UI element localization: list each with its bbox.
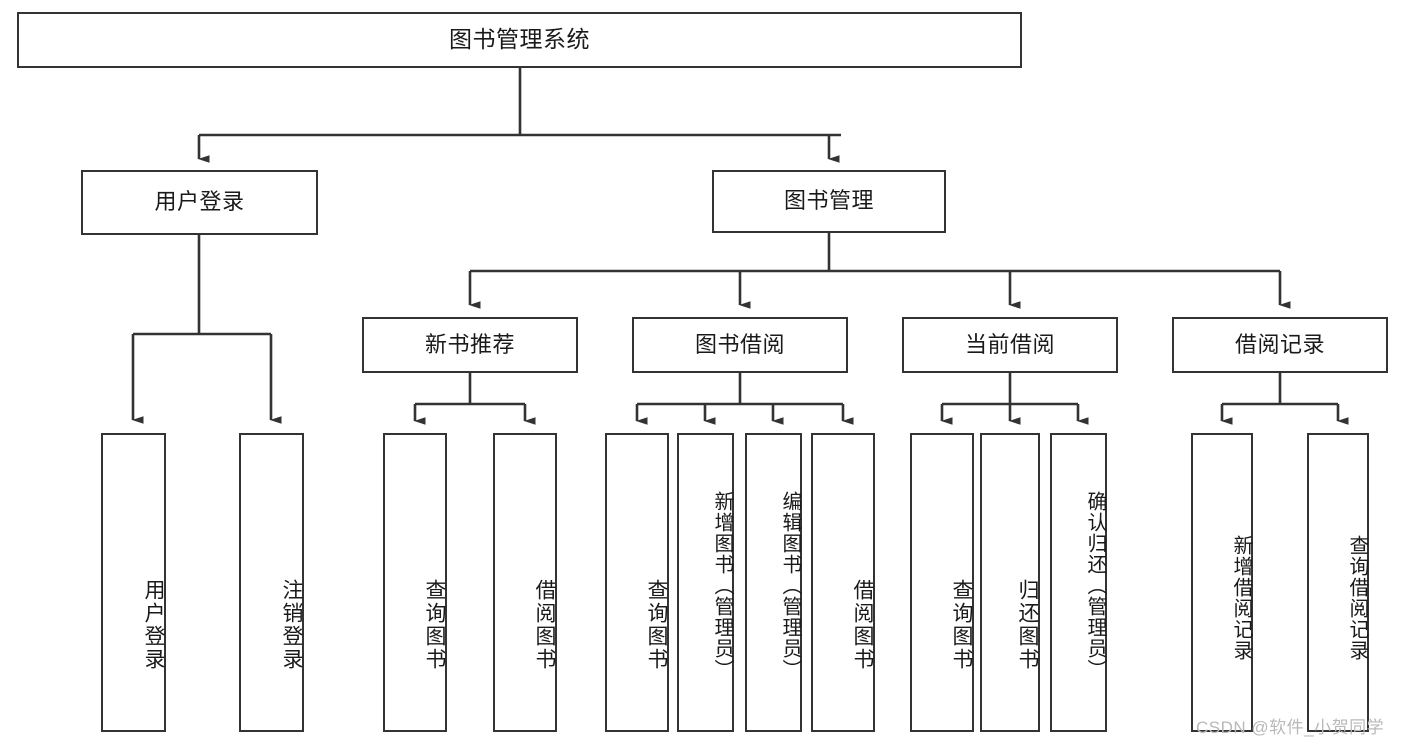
leaf-query-book-current[interactable]: 查询图书	[910, 433, 974, 732]
node-book-borrow[interactable]: 图书借阅	[632, 317, 848, 373]
leaf-query-book-recommend[interactable]: 查询图书	[383, 433, 447, 732]
leaf-borrow-book-recommend[interactable]: 借阅图书	[493, 433, 557, 732]
leaf-confirm-return-admin[interactable]: 确认归还（管理员）	[1050, 433, 1107, 732]
csdn-watermark: CSDN @软件_小贺同学	[1196, 718, 1385, 737]
leaf-borrow-book-borrow[interactable]: 借阅图书	[811, 433, 875, 732]
leaf-edit-book-admin[interactable]: 编辑图书（管理员）	[745, 433, 802, 732]
leaf-query-book-borrow[interactable]: 查询图书	[605, 433, 669, 732]
leaf-query-borrow-record[interactable]: 查询借阅记录	[1307, 433, 1369, 732]
node-current-borrow[interactable]: 当前借阅	[902, 317, 1118, 373]
node-book-manage[interactable]: 图书管理	[712, 170, 946, 233]
node-user-login[interactable]: 用户登录	[81, 170, 318, 235]
leaf-return-book[interactable]: 归还图书	[980, 433, 1040, 732]
node-root[interactable]: 图书管理系统	[17, 12, 1022, 68]
leaf-add-book-admin[interactable]: 新增图书（管理员）	[677, 433, 734, 732]
node-borrow-record[interactable]: 借阅记录	[1172, 317, 1388, 373]
leaf-logout-login[interactable]: 注销登录	[239, 433, 304, 732]
leaf-add-borrow-record[interactable]: 新增借阅记录	[1191, 433, 1253, 732]
leaf-user-login[interactable]: 用户登录	[101, 433, 166, 732]
node-new-book-recommend[interactable]: 新书推荐	[362, 317, 578, 373]
